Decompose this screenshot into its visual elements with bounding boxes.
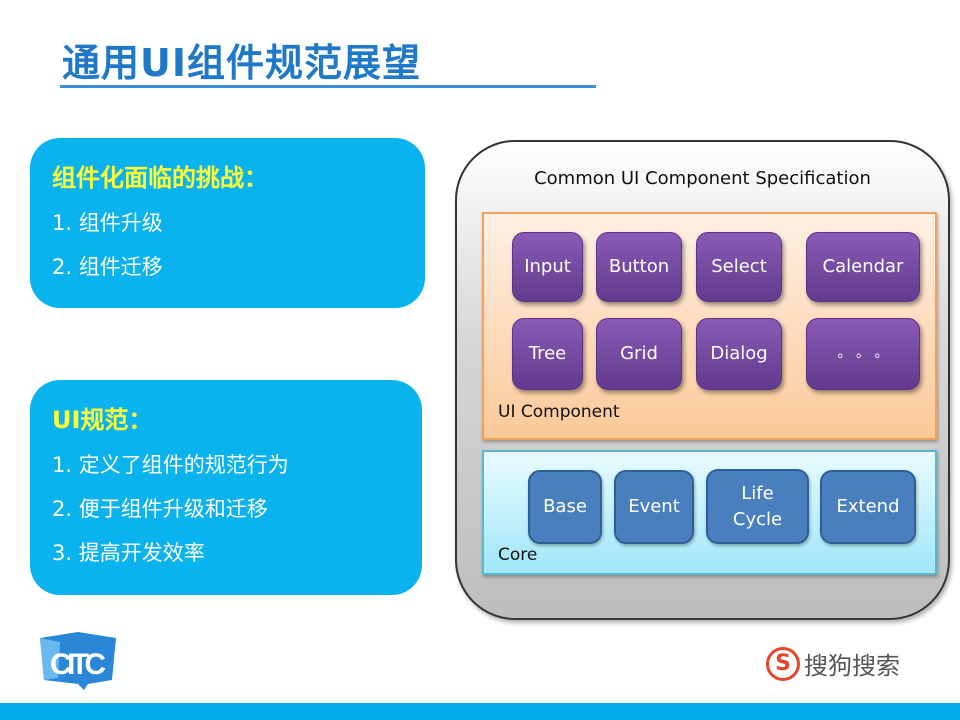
ui-component-grid: Grid <box>596 318 682 390</box>
slide-title: 通用UI组件规范展望 <box>62 41 421 85</box>
ui-component-dialog: Dialog <box>696 318 782 390</box>
spec-item: 2. 便于组件升级和迁移 <box>52 497 268 521</box>
ui-component-more: 。 。 。 <box>806 318 920 390</box>
core-event: Event <box>614 470 694 544</box>
challenge-item: 1. 组件升级 <box>52 211 163 235</box>
challenges-card: 组件化面临的挑战： 1. 组件升级 2. 组件迁移 <box>30 138 425 308</box>
core-life-cycle: Life Cycle <box>706 469 809 544</box>
sogou-logo: S 搜狗搜索 <box>766 646 900 681</box>
title-underline <box>60 85 596 88</box>
spec-item: 1. 定义了组件的规范行为 <box>52 453 289 477</box>
ui-component-select: Select <box>696 232 782 302</box>
core-base: Base <box>528 470 602 544</box>
svg-text:CITC: CITC <box>50 648 106 681</box>
challenge-item: 2. 组件迁移 <box>52 255 163 279</box>
spec-heading: UI规范： <box>52 406 153 434</box>
sogou-text: 搜狗搜索 <box>804 652 900 680</box>
core-extend: Extend <box>820 470 916 544</box>
challenges-heading: 组件化面临的挑战： <box>52 164 268 192</box>
spec-card: UI规范： 1. 定义了组件的规范行为 2. 便于组件升级和迁移 3. 提高开发… <box>30 380 422 595</box>
ui-component-tree: Tree <box>512 318 583 390</box>
ui-component-calendar: Calendar <box>806 232 920 302</box>
citc-logo: CITC <box>38 630 118 690</box>
ui-component-button: Button <box>596 232 682 302</box>
sogou-s-icon: S <box>766 646 800 681</box>
ui-component-input: Input <box>512 232 583 302</box>
diagram-title: Common UI Component Specification <box>534 168 871 189</box>
spec-item: 3. 提高开发效率 <box>52 541 205 565</box>
core-label: Core <box>498 545 538 565</box>
footer-bar <box>0 703 960 720</box>
ui-component-label: UI Component <box>498 402 620 422</box>
